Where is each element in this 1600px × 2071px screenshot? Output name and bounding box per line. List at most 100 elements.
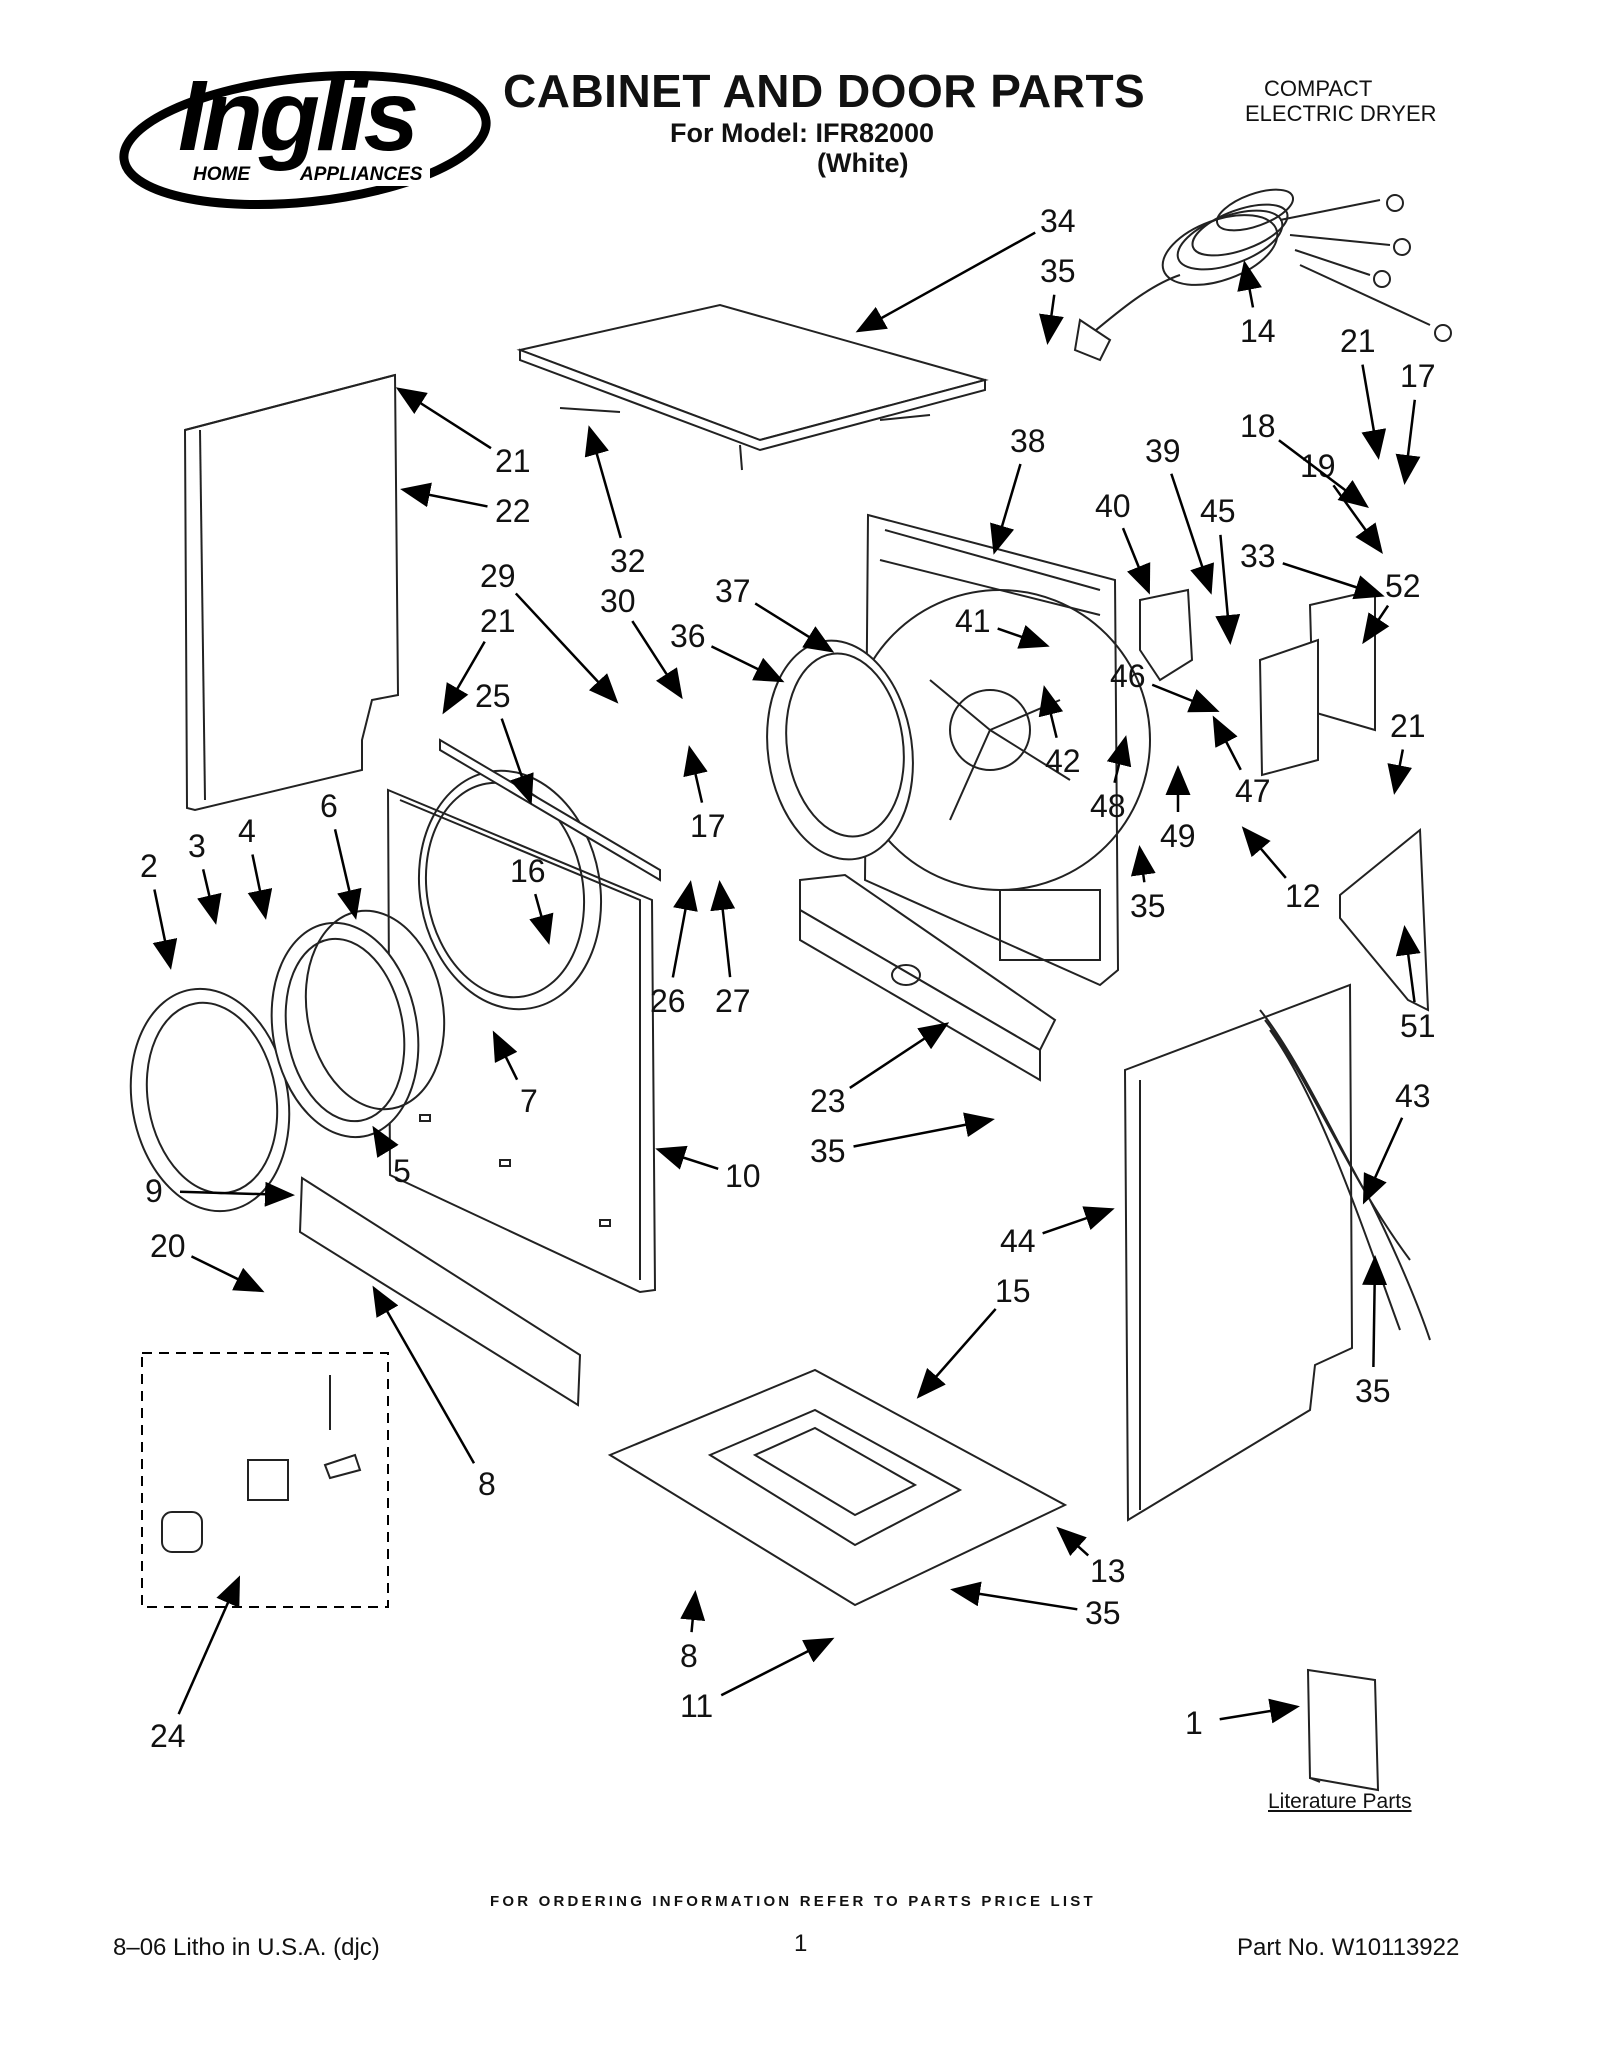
callout-arrow bbox=[1395, 925, 1421, 1003]
callout-arrow bbox=[529, 893, 554, 945]
part-side-panel-right bbox=[1123, 983, 1354, 1522]
callout-number: 19 bbox=[1300, 448, 1336, 484]
callout-number: 46 bbox=[1110, 658, 1146, 694]
callout-number: 35 bbox=[1355, 1373, 1391, 1409]
callout-number: 41 bbox=[955, 603, 991, 639]
callout-number: 23 bbox=[810, 1083, 846, 1119]
callout-arrow bbox=[197, 869, 222, 925]
part-front-panel bbox=[386, 769, 657, 1294]
callout-number: 11 bbox=[680, 1688, 714, 1724]
callout-arrow bbox=[1121, 527, 1151, 595]
callout-number: 32 bbox=[610, 543, 646, 579]
callout-arrow bbox=[680, 1590, 706, 1633]
page-title: CABINET AND DOOR PARTS bbox=[503, 65, 1146, 117]
callout-number: 36 bbox=[670, 618, 706, 654]
callout-arrow bbox=[1219, 1698, 1300, 1724]
callout-arrow bbox=[1130, 845, 1156, 883]
callout-arrow bbox=[855, 231, 1036, 333]
callout-arrow bbox=[514, 592, 619, 704]
callout-arrow bbox=[190, 1255, 265, 1293]
callout-arrow bbox=[1387, 749, 1413, 795]
callout-arrow bbox=[1151, 683, 1220, 713]
callout-number: 13 bbox=[1090, 1553, 1126, 1589]
part-bracket-40 bbox=[1139, 588, 1194, 682]
callout-arrow bbox=[950, 1581, 1078, 1611]
callout-arrow bbox=[671, 880, 698, 978]
callout-number: 15 bbox=[995, 1273, 1031, 1309]
callout-arrow bbox=[333, 829, 362, 920]
callout-arrow bbox=[1042, 1206, 1115, 1235]
callout-arrow bbox=[1362, 1255, 1388, 1368]
callout-arrow bbox=[683, 745, 708, 803]
category-line-1: COMPACT bbox=[1264, 76, 1373, 101]
callout-number: 2 bbox=[140, 848, 158, 884]
callout-arrow bbox=[247, 854, 273, 920]
color-line: (White) bbox=[817, 148, 909, 178]
callout-number: 21 bbox=[480, 603, 516, 639]
callout-arrow bbox=[584, 425, 622, 539]
brand-tagline-right: APPLIANCES bbox=[299, 164, 423, 185]
callout-arrow bbox=[720, 1637, 835, 1697]
inglis-logo: Inglis HOME APPLIANCES bbox=[119, 60, 491, 210]
callout-number: 17 bbox=[1400, 358, 1436, 394]
callout-arrow bbox=[442, 640, 486, 715]
brand-name: Inglis bbox=[178, 60, 417, 172]
callout-arrow bbox=[1282, 562, 1385, 600]
callout-arrow bbox=[177, 1575, 241, 1715]
part-bulkhead-ring bbox=[766, 639, 914, 861]
callout-arrow bbox=[990, 463, 1022, 555]
part-number: Part No. W10113922 bbox=[1237, 1934, 1460, 1961]
callout-number: 35 bbox=[1040, 253, 1076, 289]
callout-arrow bbox=[152, 889, 178, 970]
callout-number: 4 bbox=[238, 813, 256, 849]
part-terminal-block bbox=[1258, 638, 1319, 777]
callout-arrow bbox=[710, 645, 785, 683]
callout-number: 8 bbox=[478, 1466, 496, 1502]
part-kit-box bbox=[141, 1352, 389, 1608]
model-line: For Model: IFR82000 bbox=[670, 118, 935, 148]
part-power-cord bbox=[1073, 188, 1452, 362]
part-bracket-51 bbox=[1339, 827, 1430, 1012]
callout-arrow bbox=[853, 1112, 995, 1148]
part-door-assembly bbox=[129, 909, 446, 1213]
callout-number: 37 bbox=[715, 573, 751, 609]
callout-number: 47 bbox=[1235, 773, 1271, 809]
callout-number: 12 bbox=[1285, 878, 1321, 914]
part-top-strip bbox=[439, 738, 661, 882]
callout-number: 34 bbox=[1040, 203, 1076, 239]
litho-note: 8–06 Litho in U.S.A. (djc) bbox=[113, 1934, 380, 1961]
callout-arrow bbox=[1056, 1526, 1090, 1557]
callout-number: 21 bbox=[1390, 708, 1426, 744]
part-side-panel-left bbox=[183, 373, 400, 812]
callout-number: 21 bbox=[495, 443, 531, 479]
callout-number: 22 bbox=[495, 493, 531, 529]
callout-arrow bbox=[179, 1181, 295, 1207]
callout-arrow bbox=[372, 1285, 476, 1464]
callout-number: 24 bbox=[150, 1718, 186, 1754]
callout-arrow bbox=[500, 718, 534, 805]
callout-arrow bbox=[754, 602, 835, 653]
callout-number: 38 bbox=[1010, 423, 1046, 459]
callout-arrow bbox=[1332, 484, 1383, 555]
callout-number: 10 bbox=[725, 1158, 761, 1194]
callout-arrow bbox=[400, 482, 488, 508]
callout-number: 33 bbox=[1240, 538, 1276, 574]
callout-arrow bbox=[1170, 473, 1214, 595]
callout-number: 35 bbox=[1130, 888, 1166, 924]
callout-arrow bbox=[1038, 685, 1064, 739]
callout-number: 52 bbox=[1385, 568, 1421, 604]
callout-number: 49 bbox=[1160, 818, 1196, 854]
callout-number: 5 bbox=[393, 1153, 411, 1189]
callout-arrow bbox=[916, 1308, 997, 1399]
callout-arrow bbox=[1039, 294, 1064, 345]
callout-arrow bbox=[395, 387, 492, 450]
callout-arrow bbox=[1395, 399, 1421, 485]
callout-number: 26 bbox=[650, 983, 686, 1019]
callout-number: 27 bbox=[715, 983, 751, 1019]
callout-number: 29 bbox=[480, 558, 516, 594]
callout-number: 3 bbox=[188, 828, 206, 864]
callout-arrow bbox=[1361, 364, 1387, 460]
callout-number: 21 bbox=[1340, 323, 1376, 359]
